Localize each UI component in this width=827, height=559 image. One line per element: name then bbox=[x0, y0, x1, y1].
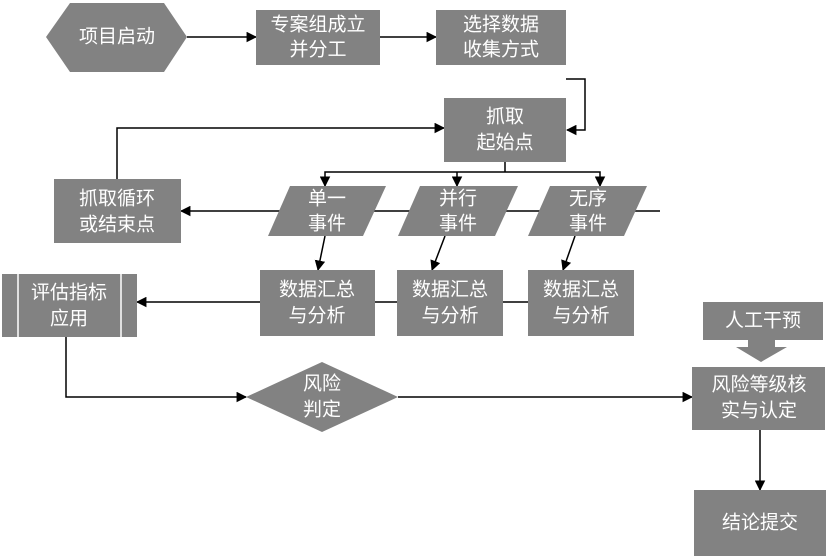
node-event-parallel-line2: 事件 bbox=[439, 213, 477, 235]
node-team-line2: 并分工 bbox=[289, 39, 346, 61]
node-summary-1-line2: 与分析 bbox=[288, 305, 345, 327]
node-event-unordered-line1: 无序 bbox=[569, 188, 607, 210]
node-summary-2-line1: 数据汇总 bbox=[412, 279, 488, 301]
node-start-label: 项目启动 bbox=[79, 26, 155, 48]
node-conclusion-label: 结论提交 bbox=[722, 512, 798, 534]
edge-parallel-to-summary bbox=[430, 235, 446, 271]
node-summary-3-line2: 与分析 bbox=[552, 305, 609, 327]
node-summary-3-line1: 数据汇总 bbox=[543, 279, 619, 301]
edge-loop-back-to-capture bbox=[116, 122, 446, 179]
node-method: 选择数据 收集方式 bbox=[436, 10, 566, 65]
node-risk-judge-line1: 风险 bbox=[303, 373, 341, 395]
node-loop-line2: 或结束点 bbox=[79, 214, 155, 236]
node-team: 专案组成立 并分工 bbox=[256, 10, 380, 65]
node-event-single: 单一 事件 bbox=[268, 186, 386, 236]
connectors bbox=[65, 31, 766, 492]
edge-method-to-capture bbox=[565, 78, 586, 136]
node-risk-verify-line2: 实与认定 bbox=[721, 400, 797, 422]
node-method-line1: 选择数据 bbox=[463, 14, 539, 36]
node-loop: 抓取循环 或结束点 bbox=[54, 179, 181, 243]
edge-single-to-summary bbox=[314, 235, 326, 272]
node-capture-line1: 抓取 bbox=[486, 106, 524, 128]
node-summary-2: 数据汇总 与分析 bbox=[397, 270, 503, 336]
node-event-single-line2: 事件 bbox=[308, 213, 346, 235]
edge-unordered-to-summary bbox=[561, 235, 576, 271]
block-arrow-manual-to-verify bbox=[736, 340, 787, 362]
node-summary-1-line1: 数据汇总 bbox=[279, 279, 355, 301]
node-manual-label: 人工干预 bbox=[725, 310, 801, 332]
node-risk-judge-line2: 判定 bbox=[303, 399, 341, 421]
node-team-line1: 专案组成立 bbox=[270, 14, 365, 36]
node-summary-3: 数据汇总 与分析 bbox=[528, 270, 634, 336]
node-event-unordered: 无序 事件 bbox=[528, 186, 647, 236]
node-indicator-line2: 应用 bbox=[50, 308, 88, 330]
node-summary-2-line2: 与分析 bbox=[421, 305, 478, 327]
node-risk-verify-line1: 风险等级核 bbox=[711, 374, 806, 396]
node-loop-line1: 抓取循环 bbox=[79, 188, 155, 210]
node-conclusion: 结论提交 bbox=[694, 490, 826, 556]
node-event-parallel: 并行 事件 bbox=[398, 186, 518, 236]
edge-capture-to-unordered bbox=[505, 171, 606, 188]
node-start: 项目启动 bbox=[46, 3, 187, 72]
node-risk-judge: 风险 判定 bbox=[246, 362, 398, 432]
node-event-unordered-line2: 事件 bbox=[569, 213, 607, 235]
node-summary-1: 数据汇总 与分析 bbox=[260, 270, 375, 336]
node-capture: 抓取 起始点 bbox=[444, 98, 566, 162]
edge-capture-to-single bbox=[319, 171, 505, 188]
node-method-line2: 收集方式 bbox=[463, 39, 539, 61]
node-indicator: 评估指标 应用 bbox=[2, 274, 137, 337]
node-indicator-line1: 评估指标 bbox=[31, 282, 107, 304]
node-event-parallel-line1: 并行 bbox=[439, 188, 477, 210]
edge-indicator-to-judge bbox=[65, 337, 248, 403]
node-event-single-line1: 单一 bbox=[308, 188, 346, 210]
node-risk-verify: 风险等级核 实与认定 bbox=[692, 367, 825, 430]
node-manual: 人工干预 bbox=[703, 302, 823, 340]
node-capture-line2: 起始点 bbox=[476, 132, 533, 154]
